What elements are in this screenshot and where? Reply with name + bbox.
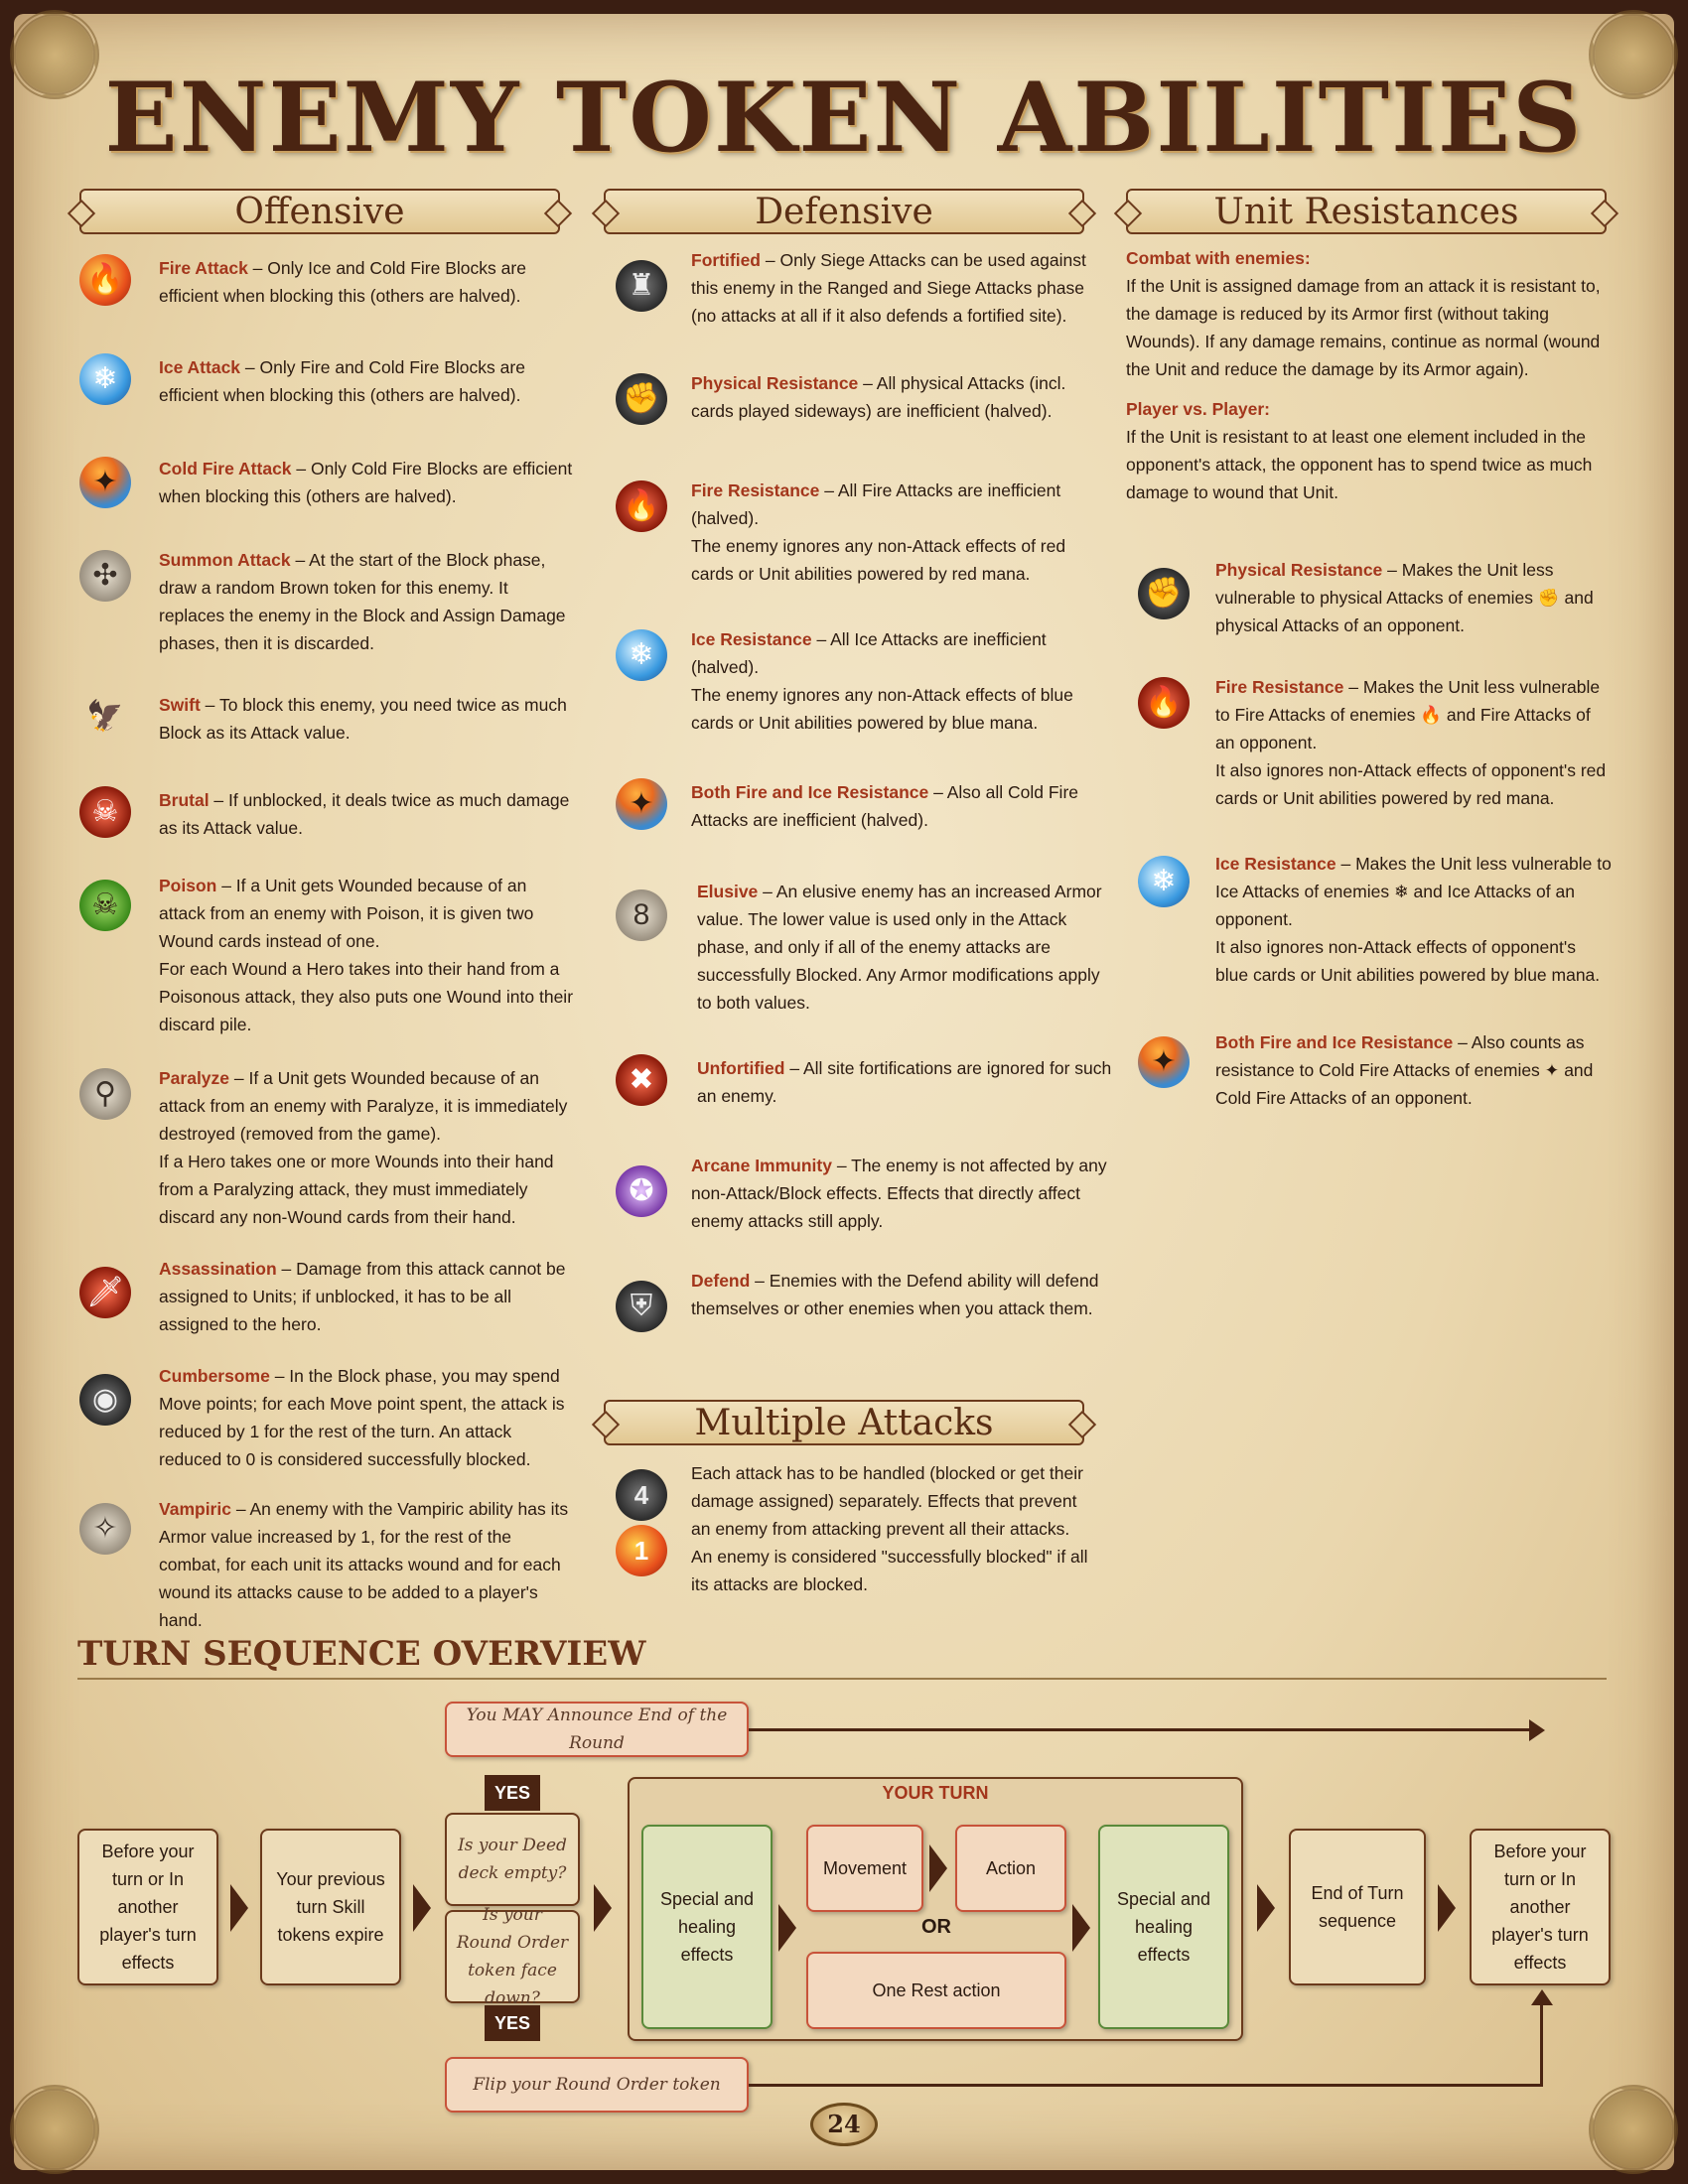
ice-resistance-icon: ❄ [1138, 856, 1190, 907]
poison-icon: ☠ [79, 880, 131, 931]
arcane-immunity-icon: ✪ [616, 1165, 667, 1217]
defensive-item: Elusive – An elusive enemy has an increa… [697, 882, 1102, 1013]
defensive-item: Physical Resistance – All physical Attac… [691, 373, 1066, 421]
deed-deck-question: Is your Deed deck empty? [445, 1813, 580, 1906]
special-effects-box-2: Special and healing effects [1098, 1825, 1229, 2029]
flow-arrow [929, 1844, 947, 1892]
special-effects-box-1: Special and healing effects [641, 1825, 773, 2029]
offensive-item: Assassination – Damage from this attack … [159, 1259, 566, 1334]
round-order-question: Is your Round Order token face down? [445, 1905, 580, 2008]
vampiric-icon: ✧ [79, 1503, 131, 1555]
resistance-item: Ice Resistance – Makes the Unit less vul… [1215, 854, 1612, 985]
summon-attack-icon: ✣ [79, 550, 131, 602]
defensive-item: Arcane Immunity – The enemy is not affec… [691, 1156, 1107, 1231]
defensive-item: Unfortified – All site fortifications ar… [697, 1058, 1112, 1106]
flip-arrow-head [1531, 1989, 1553, 2005]
physical-resistance-icon: ✊ [616, 373, 667, 425]
flow-arrow [1072, 1904, 1090, 1952]
movement-box: Movement [806, 1825, 923, 1912]
offensive-heading: Offensive [79, 189, 560, 234]
elusive-icon: 8 [616, 889, 667, 941]
end-of-turn-box: End of Turn sequence [1289, 1829, 1426, 1985]
fire-attack-icon: 🔥 [79, 254, 131, 306]
defensive-item: Defend – Enemies with the Defend ability… [691, 1271, 1099, 1318]
your-turn-label: YOUR TURN [882, 1783, 989, 1803]
turn-sequence-divider [77, 1678, 1607, 1680]
defensive-item: Fortified – Only Siege Attacks can be us… [691, 250, 1086, 326]
defensive-item: Ice Resistance – All Ice Attacks are ine… [691, 629, 1073, 733]
flow-arrow [594, 1884, 612, 1932]
ornament-corner-bottom-left [10, 2085, 99, 2174]
multiple-attacks-heading: Multiple Attacks [604, 1400, 1084, 1445]
before-next-turn-box: Before your turn or In another player's … [1470, 1829, 1611, 1985]
ice-resistance-icon: ❄ [616, 629, 667, 681]
page-number: 24 [810, 2103, 878, 2146]
flow-arrow [1257, 1884, 1275, 1932]
flip-arrow-line [749, 2084, 1543, 2087]
ornament-corner-top-left [10, 10, 99, 99]
resistances-heading: Unit Resistances [1126, 189, 1607, 234]
offensive-item: Cold Fire Attack – Only Cold Fire Blocks… [159, 459, 573, 506]
brutal-icon: ☠ [79, 786, 131, 838]
page-title: ENEMY TOKEN ABILITIES [104, 62, 1584, 174]
offensive-item: Summon Attack – At the start of the Bloc… [159, 550, 566, 653]
offensive-item: Swift – To block this enemy, you need tw… [159, 695, 567, 743]
announce-arrow-head [1529, 1719, 1545, 1741]
yes-label-top: YES [485, 1775, 540, 1811]
ice-attack-icon: ❄ [79, 353, 131, 405]
skill-tokens-box: Your previous turn Skill tokens expire [260, 1829, 401, 1985]
ornament-corner-bottom-right [1589, 2085, 1678, 2174]
physical-resistance-icon: ✊ [1138, 568, 1190, 619]
multiple-attack-top-icon: 4 [616, 1469, 667, 1521]
action-box: Action [955, 1825, 1066, 1912]
fortified-icon: ♜ [616, 260, 667, 312]
offensive-item: Poison – If a Unit gets Wounded because … [159, 876, 574, 1034]
flow-arrow [230, 1884, 248, 1932]
resistances-intro: Combat with enemies: If the Unit is assi… [1126, 248, 1601, 502]
swift-icon: 🦅 [86, 700, 124, 733]
fire-resistance-icon: 🔥 [616, 480, 667, 532]
unfortified-icon: ✖ [616, 1054, 667, 1106]
offensive-item: Paralyze – If a Unit gets Wounded becaus… [159, 1068, 568, 1227]
offensive-item: Vampiric – An enemy with the Vampiric ab… [159, 1499, 569, 1630]
defensive-item: Fire Resistance – All Fire Attacks are i… [691, 480, 1066, 584]
paralyze-icon: ⚲ [79, 1068, 131, 1120]
resistance-item: Fire Resistance – Makes the Unit less vu… [1215, 677, 1607, 808]
defensive-heading: Defensive [604, 189, 1084, 234]
flip-round-order-box: Flip your Round Order token [445, 2057, 749, 2113]
offensive-item: Cumbersome – In the Block phase, you may… [159, 1366, 565, 1469]
resistance-item: Physical Resistance – Makes the Unit les… [1215, 560, 1594, 635]
yes-label-bottom: YES [485, 2005, 540, 2041]
cold-fire-attack-icon: ✦ [79, 457, 131, 508]
assassination-icon: 🗡 [79, 1267, 131, 1318]
defensive-item: Both Fire and Ice Resistance – Also all … [691, 782, 1079, 830]
announce-round-end-box: You MAY Announce End of the Round [445, 1702, 749, 1757]
or-label: OR [921, 1916, 951, 1938]
resistance-item: Both Fire and Ice Resistance – Also coun… [1215, 1032, 1594, 1108]
defend-icon: ⛨ [616, 1281, 667, 1332]
offensive-item: Ice Attack – Only Fire and Cold Fire Blo… [159, 357, 525, 405]
fire-resistance-icon: 🔥 [1138, 677, 1190, 729]
flow-arrow [778, 1904, 796, 1952]
fire-ice-resistance-icon: ✦ [616, 778, 667, 830]
flow-arrow [413, 1884, 431, 1932]
multiple-attack-bottom-icon: 1 [616, 1525, 667, 1576]
flip-arrow-vertical [1540, 2003, 1543, 2087]
cumbersome-icon: ◉ [79, 1374, 131, 1426]
rest-action-box: One Rest action [806, 1952, 1066, 2029]
announce-arrow-line [749, 1728, 1531, 1731]
offensive-item: Fire Attack – Only Ice and Cold Fire Blo… [159, 258, 526, 306]
offensive-item: Brutal – If unblocked, it deals twice as… [159, 790, 570, 838]
flow-arrow [1438, 1884, 1456, 1932]
ornament-corner-top-right [1589, 10, 1678, 99]
before-turn-box: Before your turn or In another player's … [77, 1829, 218, 1985]
fire-ice-resistance-icon: ✦ [1138, 1036, 1190, 1088]
multiple-attacks-text: Each attack has to be handled (blocked o… [691, 1463, 1088, 1594]
turn-sequence-heading: TURN SEQUENCE OVERVIEW [77, 1634, 646, 1674]
